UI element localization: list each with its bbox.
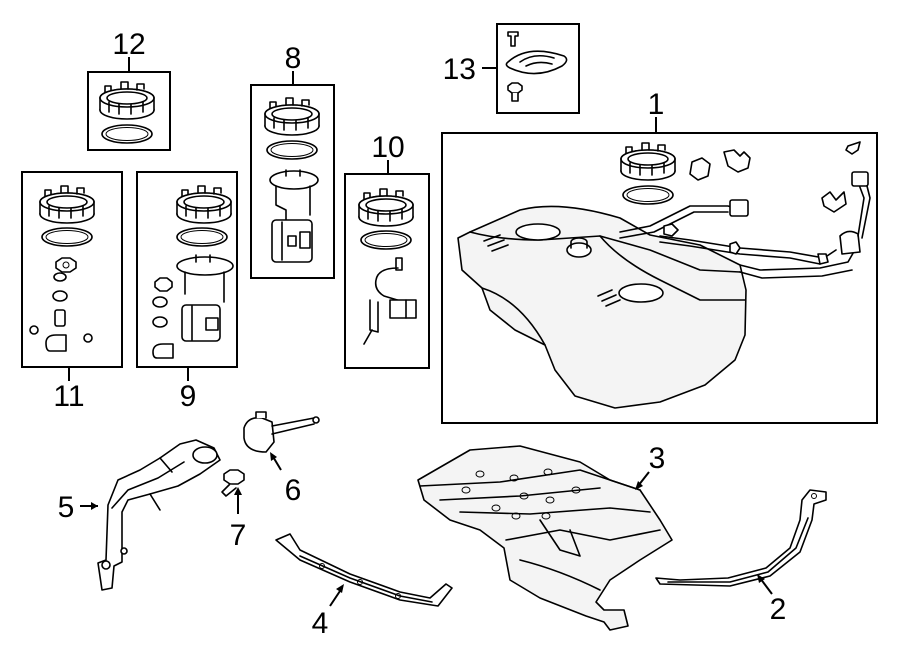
callout-13-group: 13 (443, 23, 580, 114)
callout-6-group: 6 (243, 411, 320, 507)
callout-label-5[interactable]: 5 (58, 491, 75, 524)
callout-label-9[interactable]: 9 (180, 380, 197, 413)
callout-8-group: 8 (250, 42, 335, 279)
callout-label-12[interactable]: 12 (112, 28, 145, 61)
callout-label-11[interactable]: 11 (53, 380, 84, 413)
callout-label-4[interactable]: 4 (312, 607, 329, 640)
callout-1-group: 1 (441, 88, 878, 424)
callout-label-7[interactable]: 7 (230, 519, 247, 552)
callout-4-group: 4 (275, 533, 453, 640)
callout-3-group: 3 (417, 442, 673, 631)
callout-10-group: 10 (344, 131, 430, 369)
callout-label-13[interactable]: 13 (443, 53, 476, 86)
callout-label-10[interactable]: 10 (371, 131, 404, 164)
callout-11-group: 11 (21, 171, 123, 413)
callout-label-1[interactable]: 1 (648, 88, 665, 121)
callout-label-8[interactable]: 8 (285, 42, 302, 75)
callout-7-group: 7 (221, 469, 247, 552)
callout-2-group: 2 (655, 489, 827, 626)
callout-12-group: 12 (87, 28, 171, 151)
callout-label-6[interactable]: 6 (285, 474, 302, 507)
callout-5-group: 5 (58, 439, 221, 591)
callout-label-3[interactable]: 3 (649, 442, 666, 475)
callout-label-2[interactable]: 2 (770, 593, 787, 626)
callout-9-group: 9 (136, 171, 238, 413)
